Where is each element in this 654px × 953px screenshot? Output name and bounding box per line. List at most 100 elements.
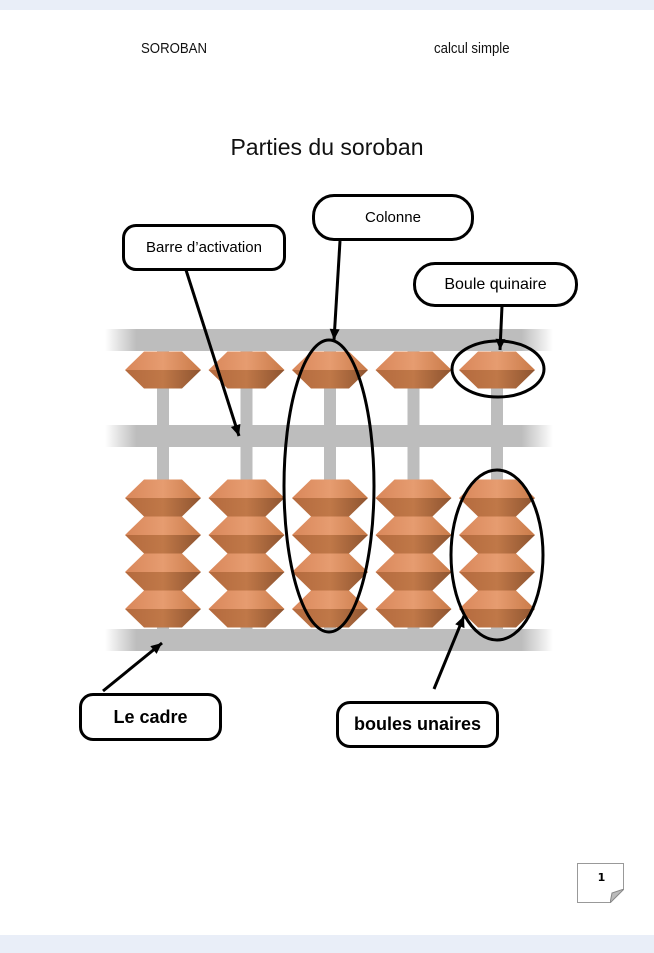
bead-top-face bbox=[125, 553, 201, 572]
bead-bottom-face bbox=[208, 370, 285, 389]
page-title: Parties du soroban bbox=[230, 134, 424, 160]
page-number: 1 bbox=[597, 871, 606, 884]
arrow-barre-activation-head bbox=[230, 424, 241, 436]
lower-bead bbox=[125, 516, 201, 554]
bead-bottom-face bbox=[292, 370, 368, 389]
header-left: SOROBAN bbox=[141, 40, 208, 57]
bead-bottom-face bbox=[459, 370, 535, 389]
bead-top-face bbox=[292, 553, 368, 572]
bead-top-face bbox=[459, 516, 535, 535]
arrow-le-cadre bbox=[102, 641, 163, 693]
lower-bead bbox=[208, 590, 285, 628]
bead-top-face bbox=[459, 590, 535, 609]
lower-bead bbox=[208, 553, 285, 591]
label-colonne: Colonne bbox=[312, 194, 474, 241]
arrow-barre-activation bbox=[184, 269, 241, 437]
bead-top-face bbox=[208, 516, 285, 535]
lower-bead bbox=[459, 553, 535, 591]
bead-top-face bbox=[125, 516, 201, 535]
bead-bottom-face bbox=[375, 498, 452, 517]
label-le-cadre: Le cadre bbox=[79, 693, 222, 741]
activation-bar bbox=[105, 425, 553, 447]
lower-bead bbox=[292, 479, 368, 517]
bead-top-face bbox=[125, 479, 201, 498]
lower-bead bbox=[375, 590, 452, 628]
bead-top-face bbox=[292, 479, 368, 498]
ellipse-boule-quinaire bbox=[450, 339, 546, 399]
bead-bottom-face bbox=[125, 572, 201, 591]
upper-bead bbox=[125, 351, 201, 389]
lower-bead bbox=[375, 479, 452, 517]
lower-bead bbox=[459, 590, 535, 628]
bead-top-face bbox=[459, 553, 535, 572]
bead-top-face bbox=[208, 590, 285, 609]
arrow-le-cadre-head bbox=[150, 643, 162, 654]
bead-top-face bbox=[375, 351, 452, 370]
beads bbox=[125, 351, 535, 628]
ellipse-colonne bbox=[282, 338, 376, 634]
bead-bottom-face bbox=[459, 609, 535, 628]
arrow-boules-unaires bbox=[432, 615, 466, 690]
bead-bottom-face bbox=[292, 572, 368, 591]
lower-bead bbox=[292, 553, 368, 591]
lower-bead bbox=[125, 479, 201, 517]
bead-top-face bbox=[292, 516, 368, 535]
annotations bbox=[102, 240, 546, 693]
bead-bottom-face bbox=[375, 535, 452, 554]
bead-bottom-face bbox=[459, 498, 535, 517]
lower-bead bbox=[375, 553, 452, 591]
ellipse-boules-unaires bbox=[449, 468, 545, 642]
lower-bead bbox=[125, 590, 201, 628]
arrow-colonne-head bbox=[329, 328, 340, 340]
bead-bottom-face bbox=[208, 498, 285, 517]
bead-top-face bbox=[375, 479, 452, 498]
lower-bead bbox=[459, 479, 535, 517]
arrow-colonne bbox=[332, 240, 342, 341]
bead-bottom-face bbox=[125, 498, 201, 517]
bead-bottom-face bbox=[125, 609, 201, 628]
upper-bead bbox=[375, 351, 452, 389]
lower-bead bbox=[208, 516, 285, 554]
bead-top-face bbox=[375, 516, 452, 535]
upper-bead bbox=[459, 351, 535, 389]
arrow-boules-unaires-head bbox=[455, 616, 465, 629]
bead-top-face bbox=[125, 590, 201, 609]
bead-top-face bbox=[208, 479, 285, 498]
bead-top-face bbox=[292, 590, 368, 609]
label-boules-unaires: boules unaires bbox=[336, 701, 499, 748]
bead-bottom-face bbox=[292, 498, 368, 517]
bead-top-face bbox=[459, 351, 535, 370]
bead-bottom-face bbox=[208, 609, 285, 628]
bead-top-face bbox=[459, 479, 535, 498]
bead-bottom-face bbox=[375, 572, 452, 591]
bead-bottom-face bbox=[375, 370, 452, 389]
bead-top-face bbox=[125, 351, 201, 370]
bottom-frame-bar bbox=[105, 629, 553, 651]
bead-top-face bbox=[208, 553, 285, 572]
header-right: calcul simple bbox=[434, 40, 510, 57]
lower-bead bbox=[208, 479, 285, 517]
upper-bead bbox=[208, 351, 285, 389]
bead-top-face bbox=[208, 351, 285, 370]
bead-bottom-face bbox=[208, 572, 285, 591]
bead-bottom-face bbox=[459, 535, 535, 554]
page-number-badge: 1 bbox=[577, 863, 624, 903]
bead-top-face bbox=[375, 553, 452, 572]
label-boule-quinaire: Boule quinaire bbox=[413, 262, 578, 307]
lower-bead bbox=[292, 516, 368, 554]
page-curl-icon bbox=[610, 889, 624, 903]
label-barre-activation: Barre d’activation bbox=[122, 224, 286, 271]
lower-bead bbox=[292, 590, 368, 628]
lower-bead bbox=[459, 516, 535, 554]
bead-bottom-face bbox=[125, 370, 201, 389]
lower-bead bbox=[375, 516, 452, 554]
bead-bottom-face bbox=[208, 535, 285, 554]
bead-bottom-face bbox=[375, 609, 452, 628]
bead-bottom-face bbox=[292, 535, 368, 554]
bead-bottom-face bbox=[292, 609, 368, 628]
bead-top-face bbox=[375, 590, 452, 609]
bead-bottom-face bbox=[459, 572, 535, 591]
bead-bottom-face bbox=[125, 535, 201, 554]
lower-bead bbox=[125, 553, 201, 591]
